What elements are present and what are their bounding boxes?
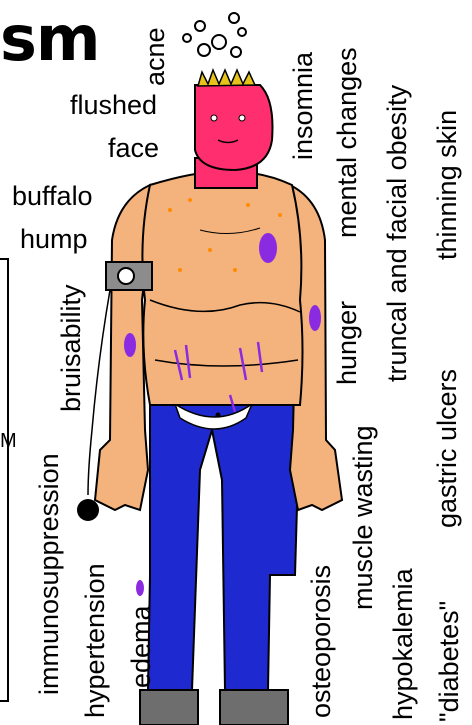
label-insomnia: insomnia bbox=[290, 52, 317, 160]
label-buffalo-line1: buffalo bbox=[12, 183, 93, 210]
label-edema: edema bbox=[128, 605, 155, 688]
label-truncal-obesity: truncal and facial obesity bbox=[384, 85, 411, 382]
label-thinning-skin: thinning skin bbox=[434, 110, 461, 260]
flushed-face bbox=[195, 85, 273, 170]
label-muscle-wasting: muscle wasting bbox=[350, 425, 377, 610]
label-gastric-ulcers: gastric ulcers bbox=[434, 369, 461, 528]
label-immunosuppression: immunosuppression bbox=[36, 453, 63, 695]
left-arm bbox=[95, 185, 150, 510]
label-bruisability: bruisability bbox=[58, 284, 85, 412]
label-hypertension: hypertension bbox=[82, 563, 109, 718]
label-osteoporosis: osteoporosis bbox=[308, 565, 335, 718]
left-shoe bbox=[140, 690, 198, 725]
label-flushed-line2: face bbox=[108, 135, 159, 162]
label-diabetes: "diabetes" bbox=[436, 601, 463, 722]
pants bbox=[148, 402, 300, 690]
label-acne: acne bbox=[142, 27, 169, 86]
hair bbox=[198, 70, 255, 86]
label-hypokalemia: hypokalemia bbox=[390, 568, 417, 720]
acne-bubbles-icon bbox=[183, 13, 246, 57]
label-mental-changes: mental changes bbox=[334, 47, 361, 238]
label-buffalo-line2: hump bbox=[20, 226, 88, 253]
torso bbox=[142, 172, 302, 405]
label-hunger: hunger bbox=[334, 301, 361, 385]
bp-gauge-icon bbox=[118, 268, 134, 284]
right-shoe bbox=[220, 690, 288, 725]
label-flushed-line1: flushed bbox=[70, 92, 157, 119]
bp-bulb-icon bbox=[77, 499, 99, 521]
